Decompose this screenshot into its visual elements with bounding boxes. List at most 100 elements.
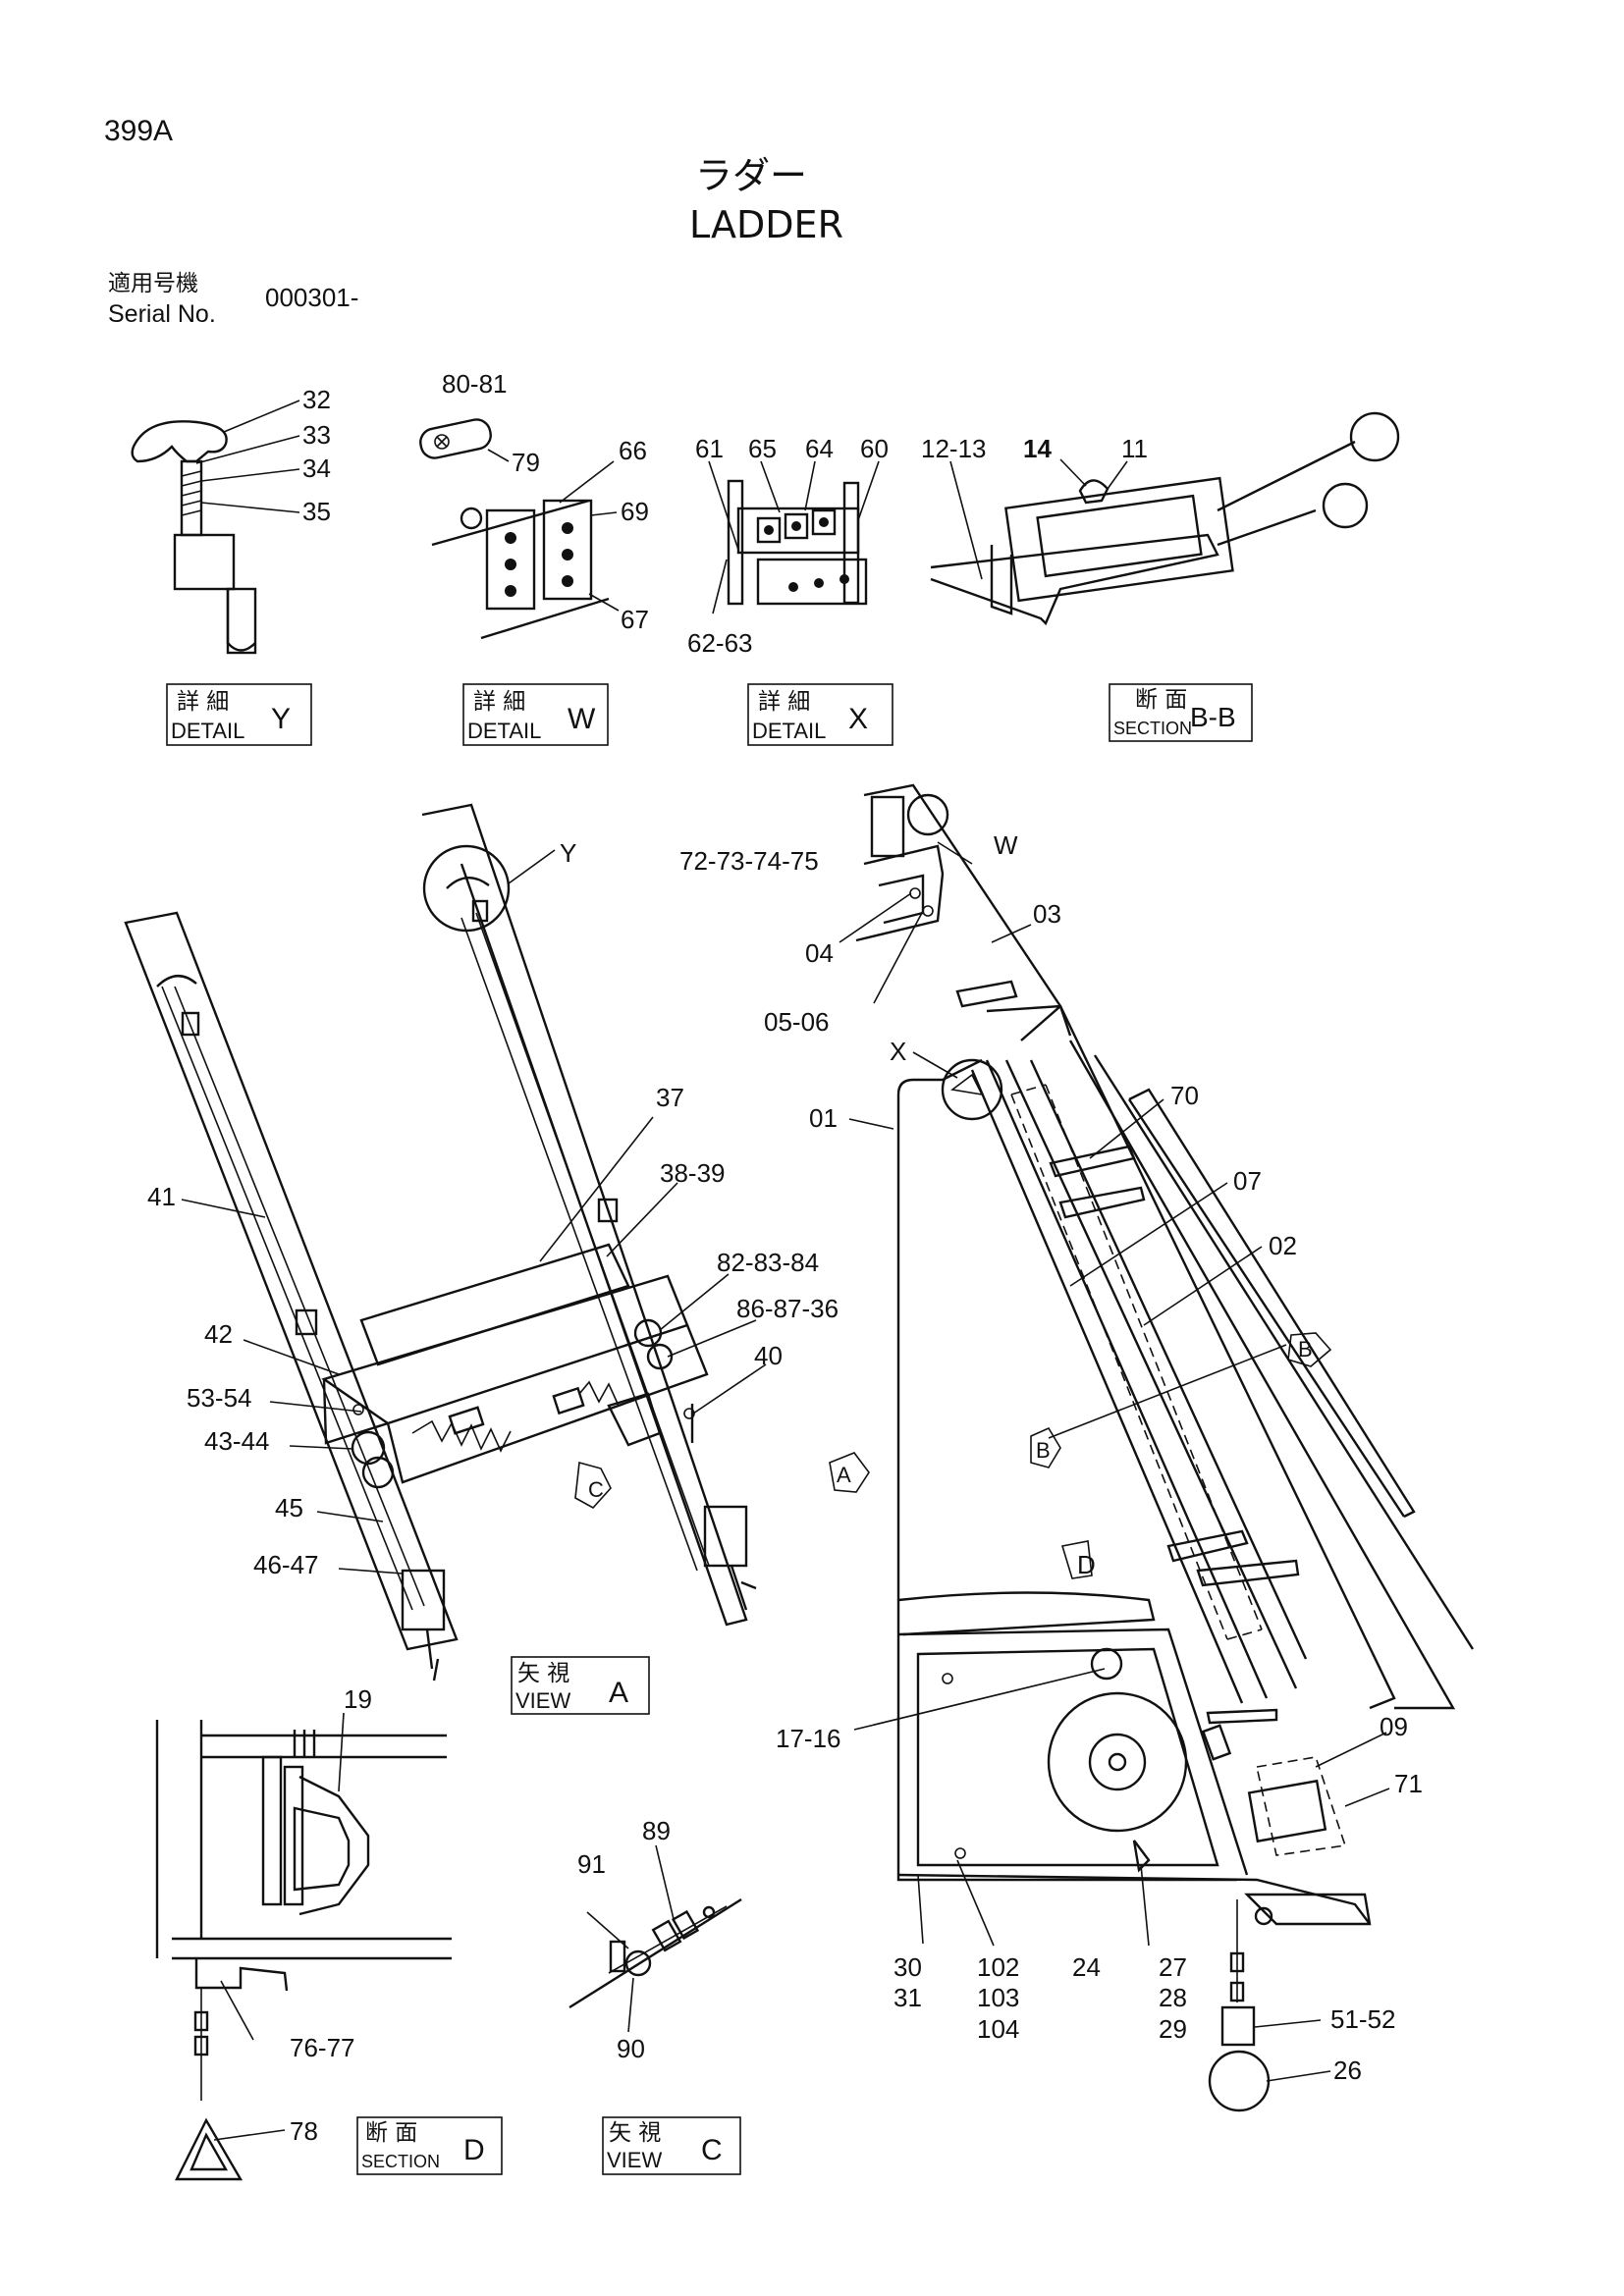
marker-a: A: [837, 1463, 851, 1487]
callout-26: 26: [1333, 2056, 1362, 2085]
view-c-drawing: [568, 1844, 742, 2033]
callout-66: 66: [619, 436, 647, 465]
title-jp: ラダー: [695, 154, 807, 197]
marker-b-right: B: [1298, 1337, 1313, 1362]
callout-71: 71: [1394, 1769, 1423, 1798]
svg-text:断 面: 断 面: [1135, 687, 1187, 713]
svg-text:VIEW: VIEW: [607, 2148, 662, 2172]
label-view-a: 矢 視 VIEW A: [511, 1656, 650, 1715]
callout-07: 07: [1233, 1166, 1262, 1196]
callout-67: 67: [621, 605, 649, 634]
callout-30: 30: [893, 1952, 922, 1982]
callout-19: 19: [344, 1684, 372, 1714]
title-en: LADDER: [689, 203, 843, 246]
callout-53-54: 53-54: [187, 1383, 252, 1413]
callout-14: 14: [1023, 434, 1052, 463]
callout-69: 69: [621, 497, 649, 526]
callout-33: 33: [302, 420, 331, 450]
svg-text:VIEW: VIEW: [515, 1688, 570, 1713]
callout-40: 40: [754, 1341, 783, 1370]
marker-d: D: [1077, 1550, 1096, 1579]
serial-label-jp: 適用号機: [108, 271, 198, 296]
label-detail-w: 詳 細 DETAIL W: [462, 683, 609, 746]
callout-62-63: 62-63: [687, 628, 753, 658]
callout-31: 31: [893, 1983, 922, 2012]
svg-text:Y: Y: [271, 703, 291, 735]
callout-34: 34: [302, 454, 331, 483]
callout-91: 91: [577, 1849, 606, 1879]
detail-w-drawing: [419, 418, 620, 640]
callout-80-81: 80-81: [442, 369, 508, 399]
svg-text:詳 細: 詳 細: [758, 689, 810, 715]
callout-38-39: 38-39: [660, 1158, 726, 1188]
callout-05-06: 05-06: [764, 1007, 830, 1037]
callout-01: 01: [809, 1103, 838, 1133]
label-section-d: 断 面 SECTION D: [356, 2116, 503, 2175]
callout-24: 24: [1072, 1952, 1101, 1982]
callout-51-52: 51-52: [1330, 2004, 1396, 2034]
callout-09: 09: [1380, 1712, 1408, 1741]
callout-78: 78: [290, 2116, 318, 2146]
callout-45: 45: [275, 1493, 303, 1522]
callout-29: 29: [1159, 2014, 1187, 2044]
marker-w: W: [994, 830, 1018, 860]
callout-82-83-84: 82-83-84: [717, 1248, 819, 1277]
callout-02: 02: [1269, 1231, 1297, 1260]
svg-text:A: A: [609, 1677, 628, 1709]
svg-text:B-B: B-B: [1190, 702, 1236, 732]
callout-60: 60: [860, 434, 889, 463]
svg-text:X: X: [848, 703, 868, 735]
svg-text:W: W: [568, 703, 596, 735]
callout-04: 04: [805, 938, 834, 968]
marker-x: X: [890, 1037, 906, 1066]
svg-text:断 面: 断 面: [365, 2120, 417, 2146]
svg-text:詳 細: 詳 細: [177, 689, 229, 715]
serial-value: 000301-: [265, 283, 358, 312]
callout-64: 64: [805, 434, 834, 463]
svg-text:DETAIL: DETAIL: [752, 719, 826, 743]
page-code: 399A: [104, 115, 173, 147]
svg-text:D: D: [463, 2134, 485, 2166]
svg-text:SECTION: SECTION: [1113, 719, 1192, 738]
svg-text:矢 視: 矢 視: [517, 1661, 569, 1686]
svg-text:C: C: [701, 2134, 723, 2166]
callout-43-44: 43-44: [204, 1426, 270, 1456]
label-section-bb: 断 面 SECTION B-B: [1109, 683, 1253, 742]
svg-text:DETAIL: DETAIL: [171, 719, 244, 743]
callout-41: 41: [147, 1182, 176, 1211]
callout-76-77: 76-77: [290, 2033, 355, 2062]
callout-61: 61: [695, 434, 724, 463]
label-detail-y: 詳 細 DETAIL Y: [166, 683, 312, 746]
callout-17-16: 17-16: [776, 1724, 841, 1753]
label-view-c: 矢 視 VIEW C: [602, 2116, 741, 2175]
callout-35: 35: [302, 497, 331, 526]
section-bb-drawing: [930, 411, 1400, 626]
svg-text:詳 細: 詳 細: [473, 689, 525, 715]
callout-42: 42: [204, 1319, 233, 1349]
svg-text:矢 視: 矢 視: [609, 2120, 661, 2146]
callout-11: 11: [1121, 434, 1148, 463]
callout-37: 37: [656, 1083, 684, 1112]
svg-text:SECTION: SECTION: [361, 2152, 440, 2171]
view-a-drawing: [124, 803, 767, 1682]
callout-79: 79: [512, 448, 540, 477]
label-detail-x: 詳 細 DETAIL X: [747, 683, 893, 746]
callout-28: 28: [1159, 1983, 1187, 2012]
section-d-drawing: [155, 1712, 452, 2181]
callout-12-13: 12-13: [921, 434, 987, 463]
callout-27: 27: [1159, 1952, 1187, 1982]
callout-32: 32: [302, 385, 331, 414]
marker-b-left: B: [1036, 1438, 1051, 1463]
main-ladder-drawing: [829, 783, 1475, 2112]
callout-89: 89: [642, 1816, 671, 1845]
serial-label-en: Serial No.: [108, 300, 216, 328]
svg-text:DETAIL: DETAIL: [467, 719, 541, 743]
callout-104: 104: [977, 2014, 1019, 2044]
callout-86-87-36: 86-87-36: [736, 1294, 839, 1323]
detail-y-drawing: [131, 400, 300, 655]
marker-c: C: [588, 1477, 604, 1502]
callout-103: 103: [977, 1983, 1019, 2012]
callout-03: 03: [1033, 899, 1061, 929]
